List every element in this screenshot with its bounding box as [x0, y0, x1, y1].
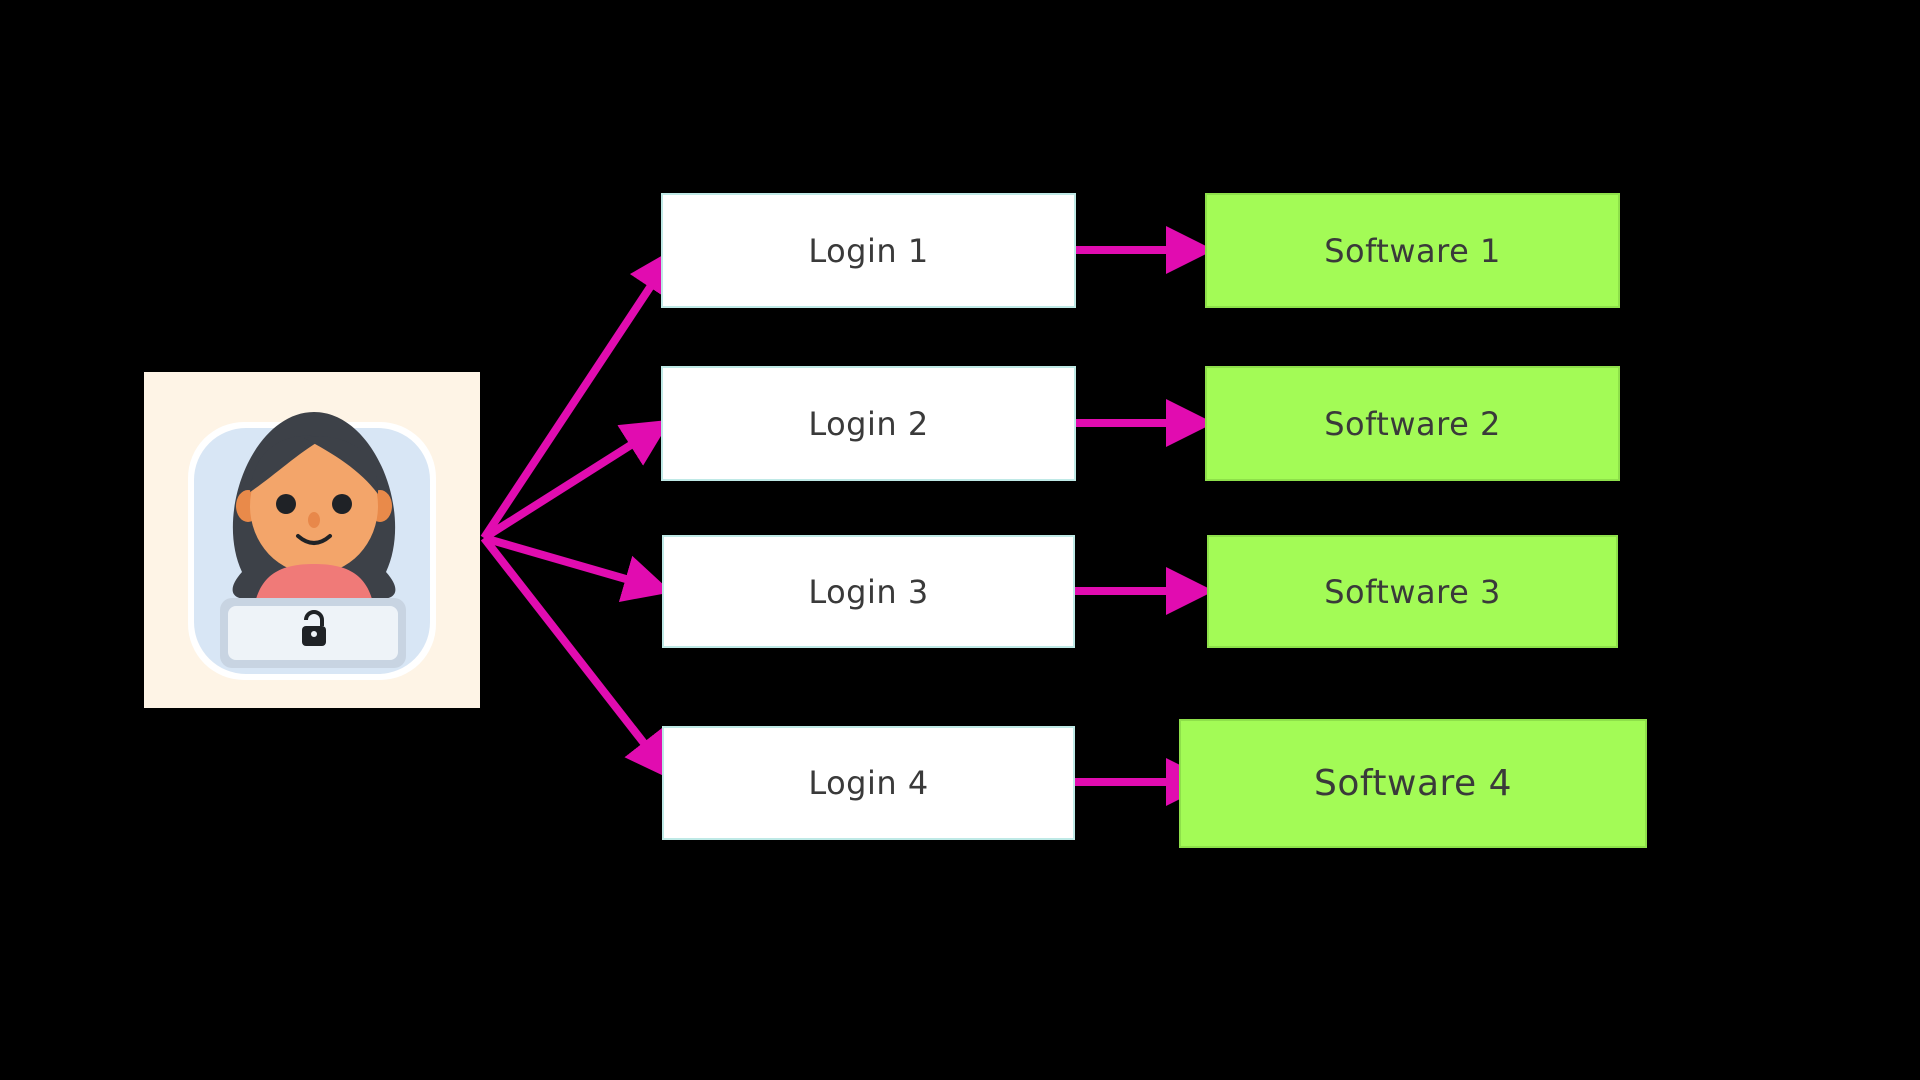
login-box-2: Login 2 [661, 366, 1076, 481]
login-3-label: Login 3 [808, 572, 929, 611]
software-box-4: Software 4 [1179, 719, 1647, 848]
login-box-3: Login 3 [662, 535, 1075, 648]
software-2-label: Software 2 [1324, 404, 1501, 443]
user-card [144, 372, 480, 708]
software-4-label: Software 4 [1313, 763, 1513, 804]
software-box-3: Software 3 [1207, 535, 1618, 648]
arrow-user-to-login-2 [481, 419, 671, 542]
login-4-label: Login 4 [808, 764, 929, 802]
arrow-user-to-login-3 [482, 534, 672, 602]
arrow-user-to-login-1 [480, 247, 677, 541]
login-2-label: Login 2 [808, 404, 929, 443]
software-box-1: Software 1 [1205, 193, 1620, 308]
software-3-label: Software 3 [1324, 572, 1501, 611]
arrow-user-to-login-4 [480, 535, 673, 781]
user-with-lock-icon [188, 412, 436, 680]
login-box-4: Login 4 [662, 726, 1075, 840]
software-box-2: Software 2 [1205, 366, 1620, 481]
software-1-label: Software 1 [1324, 231, 1501, 270]
login-box-1: Login 1 [661, 193, 1076, 308]
login-1-label: Login 1 [808, 231, 929, 270]
